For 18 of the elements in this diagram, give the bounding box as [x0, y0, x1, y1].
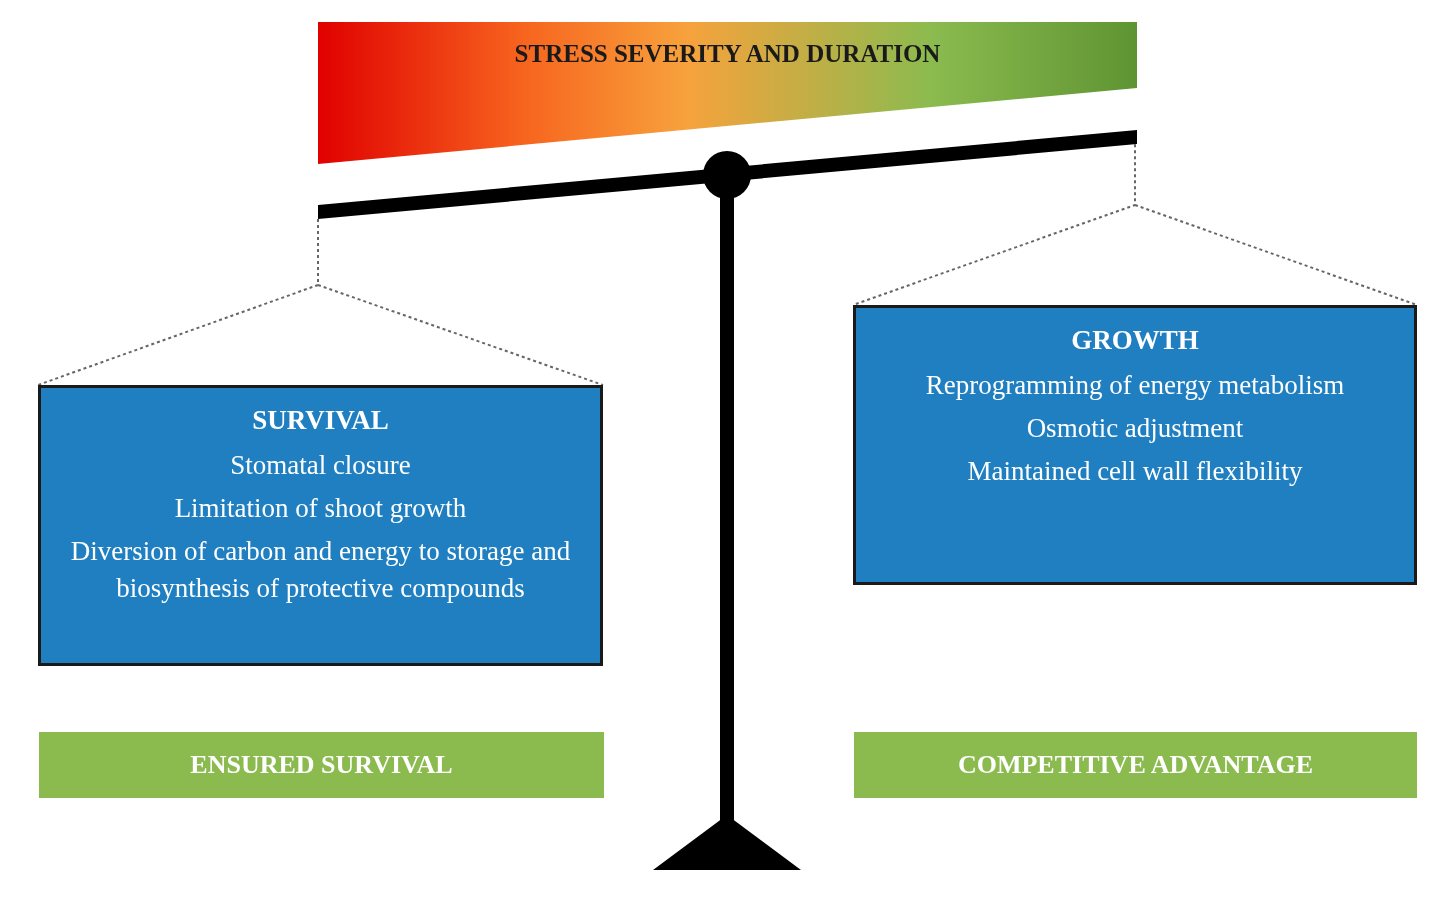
box-heading: GROWTH — [1070, 324, 1200, 357]
box-text: Reprogramming of energy metabolism — [924, 369, 1346, 402]
box-text: Diversion of carbon and energy to storage and biosynthesis of protective compounds — [69, 535, 572, 605]
box-text: Stomatal closure — [229, 449, 412, 482]
box-heading: SURVIVAL — [251, 404, 390, 437]
response-box — [853, 305, 1417, 585]
outcome-text: ENSURED SURVIVAL — [190, 750, 453, 780]
response-box — [38, 385, 603, 666]
outcome-bar — [39, 732, 604, 798]
box-text: Osmotic adjustment — [1025, 412, 1245, 445]
box-text: Limitation of shoot growth — [173, 492, 468, 525]
scale-beam — [318, 130, 1137, 219]
hanging-string — [37, 218, 604, 386]
box-text: Maintained cell wall flexibility — [966, 455, 1304, 488]
outcome-text: COMPETITIVE ADVANTAGE — [957, 750, 1314, 780]
outcome-bar — [854, 732, 1417, 798]
band-title: STRESS SEVERITY AND DURATION — [513, 40, 942, 68]
gradient-band — [318, 22, 1137, 164]
